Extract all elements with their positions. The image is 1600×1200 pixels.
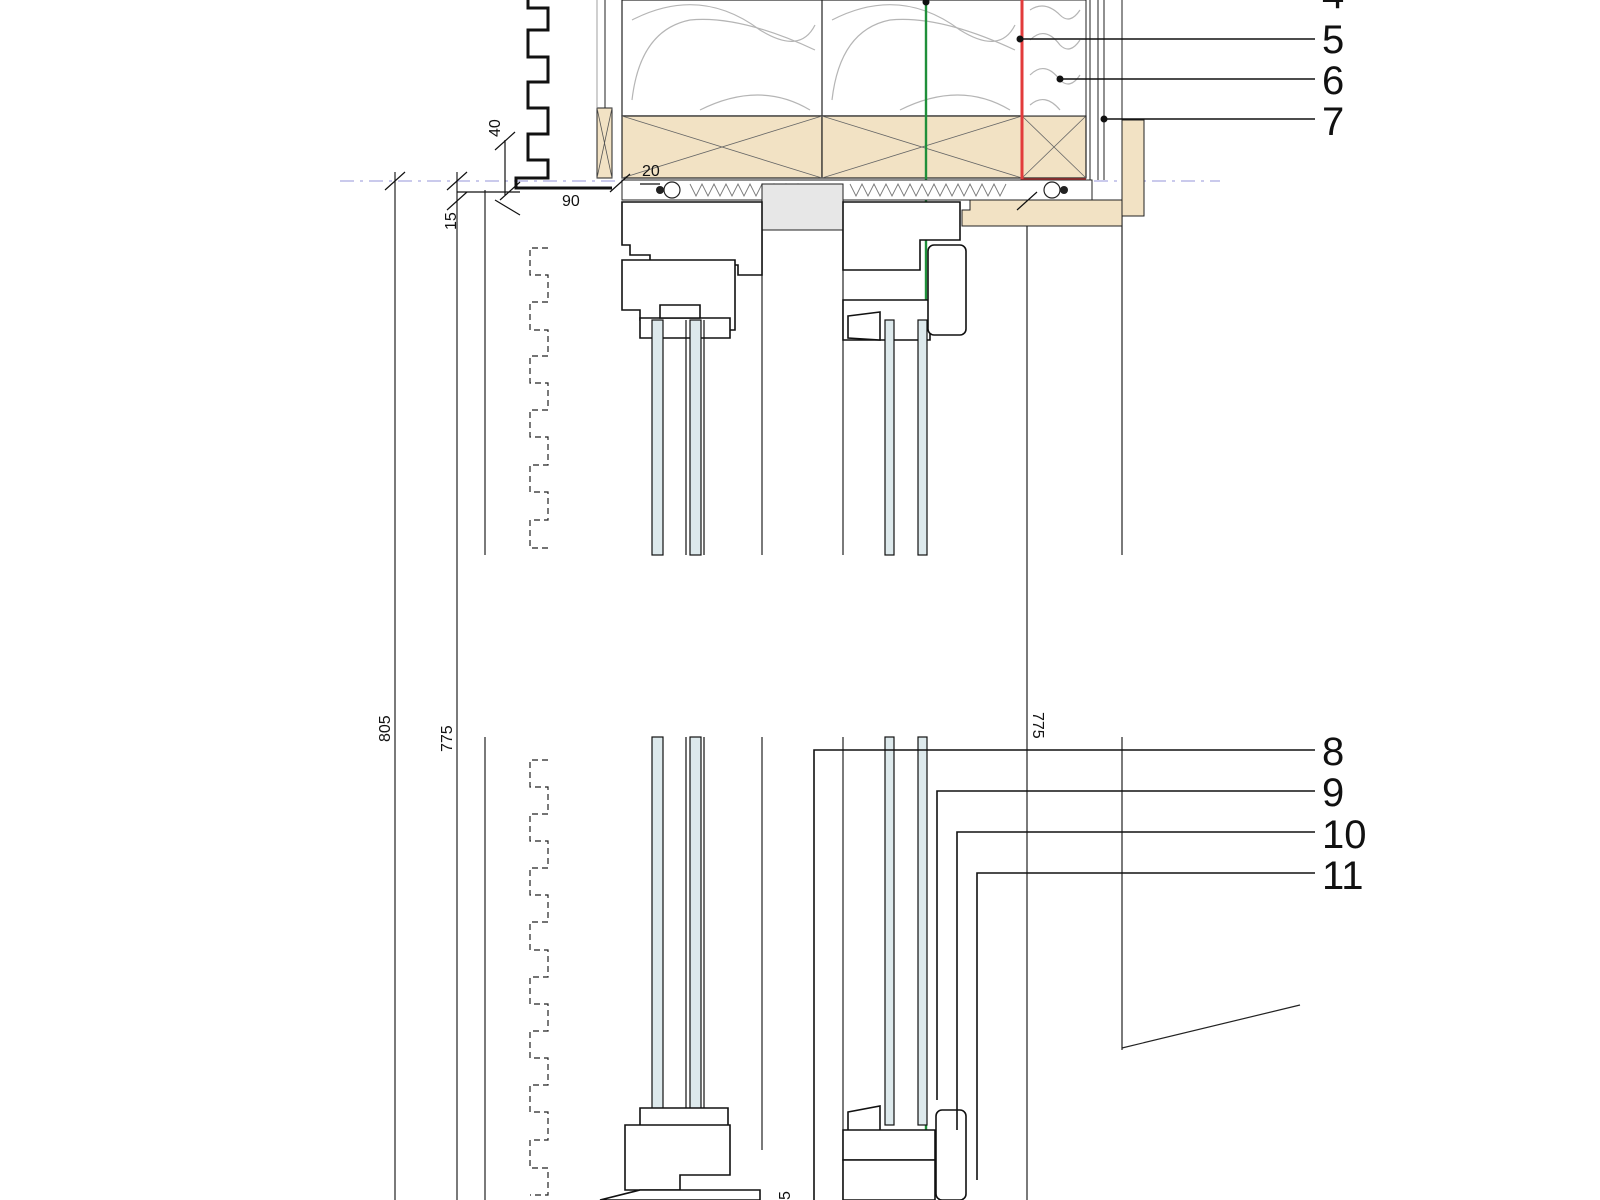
dimension-15: 15 bbox=[443, 212, 460, 230]
timber-plate-row bbox=[621, 115, 1087, 179]
wall-insulation-zone bbox=[621, 0, 1023, 117]
dimension-90: 90 bbox=[562, 193, 580, 210]
inner-frame-head-profile bbox=[842, 201, 967, 341]
inner-frame-sill-profile bbox=[842, 1105, 967, 1200]
callout-leaders bbox=[813, 38, 1315, 1200]
cladding-elevation-dashed bbox=[529, 247, 549, 1196]
dimension-20: 20 bbox=[642, 163, 660, 180]
exterior-cladding-profile bbox=[514, 0, 612, 190]
glazing-lower bbox=[651, 736, 928, 1126]
dimension-805: 805 bbox=[377, 715, 394, 742]
callout-9: 9 bbox=[1322, 771, 1344, 815]
callout-6: 6 bbox=[1322, 59, 1344, 103]
compression-seal-strip bbox=[621, 179, 1093, 231]
outer-frame-head-profile bbox=[621, 201, 763, 339]
callout-7: 7 bbox=[1322, 100, 1344, 144]
dimension-40: 40 bbox=[487, 119, 504, 137]
dimension-5-bottom: 5 bbox=[777, 1191, 794, 1200]
vertical-guide-lines bbox=[394, 172, 1123, 1200]
dimension-ticks bbox=[384, 131, 1038, 216]
callout-11: 11 bbox=[1322, 854, 1364, 898]
interior-lining bbox=[1089, 0, 1123, 180]
outer-frame-sill-profile bbox=[599, 1107, 761, 1200]
dimension-775-right: 775 bbox=[1029, 712, 1046, 739]
sill-slope-line bbox=[1121, 1004, 1301, 1049]
interior-trim-board bbox=[1121, 119, 1145, 217]
callout-leader-dots bbox=[922, 0, 1108, 123]
interior-sill-board bbox=[961, 199, 1123, 227]
glazing-upper bbox=[651, 319, 928, 556]
dimension-775-left: 775 bbox=[439, 725, 456, 752]
callout-10: 10 bbox=[1322, 813, 1367, 857]
callout-4: 4 bbox=[1322, 0, 1344, 17]
callout-8: 8 bbox=[1322, 730, 1344, 774]
inner-insulation bbox=[1021, 0, 1087, 117]
callout-5: 5 bbox=[1322, 18, 1344, 62]
